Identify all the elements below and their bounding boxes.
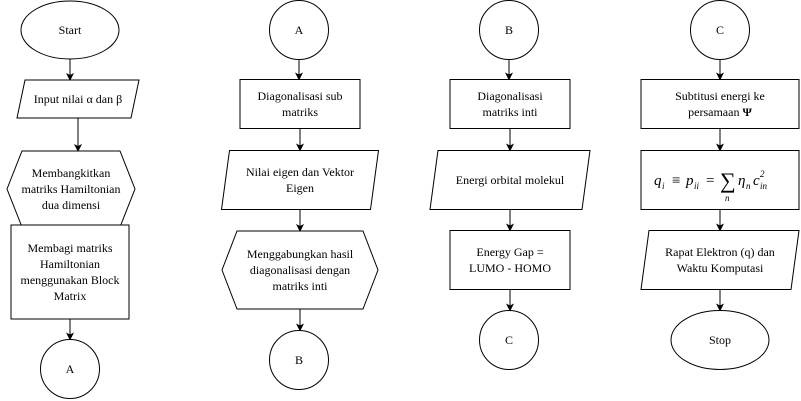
node-hamiltonian-label-line: matriks Hamiltonian bbox=[22, 182, 121, 196]
node-block-label-line: menggunakan Block bbox=[21, 273, 120, 287]
formula-sum-subscript: n bbox=[725, 193, 730, 203]
node-eigen-label-line: Nilai eigen dan Vektor bbox=[246, 165, 354, 179]
node-output-label-line: Waktu Komputasi bbox=[677, 261, 764, 275]
node-input-io: Input nilai α dan β bbox=[16, 79, 140, 119]
node-conn-a-in-connector: A bbox=[269, 0, 329, 60]
node-hamiltonian-label-line: Membangkitkan bbox=[32, 166, 111, 180]
node-input-label-line: Input nilai α dan β bbox=[34, 92, 122, 106]
node-diag-sub-shape bbox=[239, 79, 361, 129]
formula-eta-subscript: n bbox=[746, 181, 751, 191]
formula-equals: = bbox=[706, 173, 714, 189]
formula-equiv: ≡ bbox=[672, 173, 680, 189]
node-diag-core-label-line: matriks inti bbox=[483, 105, 539, 119]
node-eigen-label-line: Eigen bbox=[286, 181, 314, 195]
formula-c: c bbox=[753, 173, 760, 189]
node-merge-label-line: Menggabungkan hasil bbox=[247, 247, 354, 261]
node-conn-a-in-shape bbox=[269, 0, 329, 60]
node-conn-b-in-connector: B bbox=[479, 0, 539, 60]
node-output-shape bbox=[640, 230, 800, 290]
node-stop-label-line: Stop bbox=[709, 333, 731, 347]
node-gap-label-line: Energy Gap = bbox=[476, 245, 543, 259]
node-hamiltonian-preparation: Membangkitkan matriks Hamiltonian dua dime… bbox=[6, 150, 136, 228]
node-diag-sub-label-line: matriks bbox=[282, 105, 318, 119]
flowchart-edges bbox=[66, 59, 724, 341]
node-start-shape bbox=[20, 0, 120, 60]
formula-c-subscript: in bbox=[760, 181, 768, 191]
node-substitute-label-line: persamaan Ψ bbox=[688, 105, 752, 119]
node-block-label-line: Matrix bbox=[54, 289, 87, 303]
node-stop-terminal: Stop bbox=[670, 310, 770, 370]
formula-q-subscript: i bbox=[662, 181, 665, 191]
node-orbital-shape bbox=[429, 150, 591, 210]
node-conn-b-out-connector: B bbox=[269, 330, 329, 390]
node-block-label-line: Membagi matriks bbox=[28, 241, 113, 255]
node-stop-shape bbox=[670, 310, 770, 370]
node-substitute-shape bbox=[640, 79, 800, 129]
node-gap-process: Energy Gap = LUMO - HOMO bbox=[449, 230, 571, 290]
formula-sum: ∑ bbox=[720, 168, 736, 193]
node-conn-b-in-label-line: B bbox=[505, 23, 513, 37]
node-formula-shape bbox=[640, 150, 800, 210]
node-conn-c-out-label-line: C bbox=[505, 333, 513, 347]
node-conn-c-in-connector: C bbox=[690, 0, 750, 60]
formula-p-subscript: ii bbox=[694, 181, 700, 191]
node-eigen-shape bbox=[220, 150, 380, 210]
node-start-terminal: Start bbox=[20, 0, 120, 60]
node-conn-b-out-label-line: B bbox=[295, 353, 303, 367]
formula-p: p bbox=[685, 173, 694, 189]
formula-q: q bbox=[654, 173, 662, 189]
node-conn-a-out-connector: A bbox=[40, 339, 100, 399]
node-orbital-label-line: Energi orbital molekul bbox=[456, 173, 565, 187]
formula-c-superscript: 2 bbox=[760, 169, 765, 179]
node-block-shape bbox=[10, 224, 130, 320]
node-merge-label-line: diagonalisasi dengan bbox=[250, 263, 350, 277]
node-merge-preparation: Menggabungkan hasil diagonalisasi dengan m… bbox=[221, 230, 379, 310]
node-orbital-io: Energi orbital molekul bbox=[429, 150, 591, 210]
node-output-label-line: Rapat Elektron (q) dan bbox=[665, 245, 775, 259]
node-diag-sub-process: Diagonalisasi sub matriks bbox=[239, 79, 361, 129]
node-merge-label-line: matriks inti bbox=[273, 279, 329, 293]
node-gap-label-line: LUMO - HOMO bbox=[469, 261, 551, 275]
node-conn-c-out-connector: C bbox=[479, 310, 539, 370]
node-conn-b-in-shape bbox=[479, 0, 539, 60]
node-hamiltonian-label-line: dua dimensi bbox=[42, 198, 101, 212]
node-input-shape bbox=[16, 79, 140, 119]
node-start-label-line: Start bbox=[59, 23, 82, 37]
node-formula-process bbox=[640, 150, 800, 210]
node-diag-core-label-line: Diagonalisasi bbox=[477, 89, 543, 103]
node-conn-a-in-label-line: A bbox=[295, 23, 304, 37]
formula-eta: η bbox=[738, 173, 745, 189]
node-substitute-process: Subtitusi energi ke persamaan Ψ bbox=[640, 79, 800, 129]
node-conn-a-out-label-line: A bbox=[66, 362, 75, 376]
node-conn-c-out-shape bbox=[479, 310, 539, 370]
node-diag-core-shape bbox=[449, 79, 571, 129]
node-diag-core-process: Diagonalisasi matriks inti bbox=[449, 79, 571, 129]
node-conn-c-in-shape bbox=[690, 0, 750, 60]
node-conn-c-in-label-line: C bbox=[716, 23, 724, 37]
node-diag-sub-label-line: Diagonalisasi sub bbox=[258, 89, 343, 103]
node-merge-shape bbox=[221, 230, 379, 310]
node-block-label-line: Hamiltonian bbox=[40, 257, 100, 271]
node-conn-b-out-shape bbox=[269, 330, 329, 390]
node-conn-a-out-shape bbox=[40, 339, 100, 399]
node-gap-shape bbox=[449, 230, 571, 290]
node-substitute-label-line: Subtitusi energi ke bbox=[675, 89, 765, 103]
